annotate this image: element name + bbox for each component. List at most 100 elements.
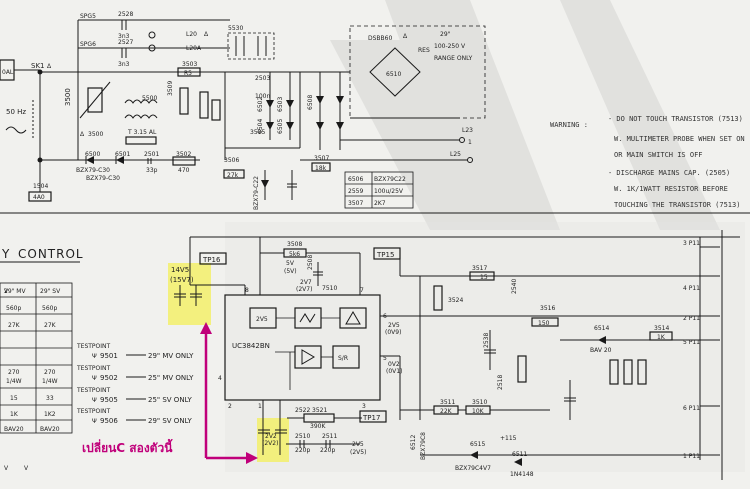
svg-text:W. MULTIMETER PROBE WHEN SET O: W. MULTIMETER PROBE WHEN SET ON: [614, 135, 745, 143]
svg-text:33: 33: [46, 395, 54, 402]
svg-text:BAV20: BAV20: [4, 426, 24, 433]
svg-text:BZX79-C30: BZX79-C30: [76, 167, 110, 174]
svg-text:Δ: Δ: [80, 131, 85, 138]
svg-text:7510: 7510: [322, 285, 337, 292]
svg-text:25" MV ONLY: 25" MV ONLY: [148, 374, 194, 382]
svg-text:L23: L23: [462, 127, 473, 134]
svg-text:3n3: 3n3: [118, 61, 130, 68]
svg-text:3507: 3507: [348, 200, 363, 207]
svg-text:3502: 3502: [176, 151, 191, 158]
svg-text:2559: 2559: [348, 188, 363, 195]
tp16-label: TP16: [202, 256, 221, 264]
svg-text:6515: 6515: [470, 441, 485, 448]
svg-text:29" SV ONLY: 29" SV ONLY: [148, 417, 193, 425]
svg-text:V: V: [24, 465, 29, 472]
svg-text:9506: 9506: [100, 417, 118, 425]
svg-text:TESTPOINT: TESTPOINT: [76, 365, 111, 372]
svg-text:8: 8: [245, 287, 249, 294]
svg-text:6508: 6508: [307, 95, 314, 110]
svg-text:10K: 10K: [472, 408, 485, 415]
svg-text:2522: 2522: [295, 407, 310, 414]
svg-text:29" MV: 29" MV: [4, 288, 26, 295]
svg-text:L25: L25: [450, 151, 461, 158]
svg-text:SPG6: SPG6: [80, 41, 96, 48]
svg-text:3 P11: 3 P11: [683, 240, 700, 247]
svg-text:6505: 6505: [277, 119, 284, 134]
warning-block: WARNING : - DO NOT TOUCH TRANSISTOR (751…: [550, 115, 745, 209]
svg-text:DSBB60: DSBB60: [368, 35, 392, 42]
svg-text:2 P11: 2 P11: [683, 315, 700, 322]
svg-text:1K: 1K: [10, 411, 19, 418]
svg-text:3: 3: [362, 403, 366, 410]
svg-text:RES: RES: [418, 47, 430, 54]
svg-text:2V5: 2V5: [256, 316, 268, 323]
svg-text:Δ: Δ: [47, 63, 52, 70]
svg-text:2: 2: [228, 403, 232, 410]
svg-text:BZX79-C22: BZX79-C22: [253, 176, 260, 210]
svg-text:3500: 3500: [88, 131, 103, 138]
svg-text:3507: 3507: [314, 155, 329, 162]
svg-text:3509: 3509: [167, 81, 174, 96]
svg-text:3510: 3510: [472, 399, 487, 406]
svg-text:Y: Y: [1, 247, 10, 261]
svg-text:1504: 1504: [33, 183, 48, 190]
svg-text:5500: 5500: [142, 95, 157, 102]
svg-text:BAV 20: BAV 20: [590, 347, 612, 354]
annotation-arrow: [200, 322, 258, 464]
svg-text:- DO NOT TOUCH TRANSISTOR (751: - DO NOT TOUCH TRANSISTOR (7513): [608, 115, 743, 123]
svg-text:2V7: 2V7: [300, 279, 312, 286]
svg-text:0AL: 0AL: [2, 69, 14, 76]
svg-text:L20: L20: [186, 31, 197, 38]
variant-side-table: 29" MV 29" SV 560p 560p 27K 27K 2701/4W …: [0, 282, 73, 472]
svg-text:50 Hz: 50 Hz: [6, 108, 26, 116]
svg-text:3511: 3511: [440, 399, 455, 406]
svg-text:220p: 220p: [320, 447, 335, 454]
svg-text:25" SV ONLY: 25" SV ONLY: [148, 396, 193, 404]
svg-text:R5: R5: [184, 70, 192, 77]
svg-text:TESTPOINT: TESTPOINT: [76, 343, 111, 350]
testpoint-list: TESTPOINT 9501 29" MV ONLY TESTPOINT 950…: [76, 343, 194, 425]
svg-text:2540: 2540: [511, 279, 518, 294]
svg-text:TESTPOINT: TESTPOINT: [76, 408, 111, 415]
svg-text:6501: 6501: [115, 151, 130, 158]
svg-text:150: 150: [538, 320, 550, 327]
ic-name: UC3842BN: [232, 342, 270, 350]
svg-text:2511: 2511: [322, 433, 337, 440]
svg-text:BZX79C4V7: BZX79C4V7: [455, 465, 491, 472]
svg-text:4 P11: 4 P11: [683, 285, 700, 292]
svg-text:6514: 6514: [594, 325, 609, 332]
svg-text:6503: 6503: [277, 97, 284, 112]
svg-text:(2V7): (2V7): [296, 286, 312, 293]
svg-text:6506: 6506: [348, 176, 363, 183]
svg-text:100u/25V: 100u/25V: [374, 188, 404, 195]
svg-text:15: 15: [480, 274, 488, 281]
svg-text:Ψ: Ψ: [92, 353, 97, 360]
svg-text:3n3: 3n3: [118, 33, 130, 40]
svg-text:Δ: Δ: [403, 33, 408, 40]
svg-text:T 3.15 AL: T 3.15 AL: [127, 129, 157, 136]
svg-text:1K: 1K: [657, 334, 666, 341]
svg-text:BAV20: BAV20: [40, 426, 60, 433]
svg-text:(15V7): (15V7): [170, 276, 194, 284]
svg-text:TESTPOINT: TESTPOINT: [76, 387, 111, 394]
top-section: 0AL SK1 Δ 50 Hz 1504 4A0 SPG5 SPG6 2528 …: [0, 11, 750, 214]
svg-text:270: 270: [44, 369, 56, 376]
svg-text:6504: 6504: [257, 119, 264, 134]
svg-text:2510: 2510: [295, 433, 310, 440]
svg-text:560p: 560p: [42, 305, 57, 312]
svg-text:3508: 3508: [287, 241, 302, 248]
tp17-label: TP17: [362, 414, 380, 422]
svg-text:29" SV: 29" SV: [40, 288, 61, 295]
bottom-wiring: 3508 5k6 2508 3521 390K: [174, 230, 740, 480]
svg-text:1/4W: 1/4W: [42, 378, 58, 385]
svg-text:L20A: L20A: [186, 45, 202, 52]
svg-text:6502: 6502: [257, 97, 264, 112]
svg-text:3516: 3516: [540, 305, 555, 312]
svg-text:6500: 6500: [85, 151, 100, 158]
page-title: CONTROL: [18, 247, 84, 261]
svg-text:OR MAIN SWITCH IS OFF: OR MAIN SWITCH IS OFF: [614, 151, 703, 159]
svg-text:6510: 6510: [386, 71, 401, 78]
watermark: [225, 0, 745, 472]
svg-text:0V2: 0V2: [388, 361, 400, 368]
